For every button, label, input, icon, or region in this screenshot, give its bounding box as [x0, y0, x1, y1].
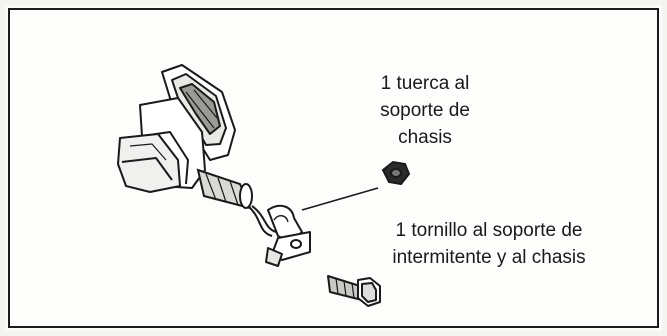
bolt-callout-line-2: intermitente y al chasis [392, 247, 586, 268]
nut-callout-line-3: chasis [398, 127, 452, 148]
nut-callout: 1 tuerca al soporte de chasis [355, 70, 495, 151]
wire-sleeve [196, 168, 277, 237]
bolt-callout: 1 tornillo al soporte de intermitente y … [366, 217, 612, 271]
figure-frame: 1 tuerca al soporte de chasis 1 tornillo… [5, 5, 662, 331]
assembly-diagram [117, 64, 411, 307]
leader-line [301, 187, 379, 211]
nut-callout-line-1: 1 tuerca al [380, 73, 470, 94]
mounting-bracket [265, 204, 311, 267]
turn-signal-housing [117, 64, 236, 193]
bolt [327, 275, 381, 307]
diagram-box: 1 tuerca al soporte de chasis 1 tornillo… [8, 8, 659, 328]
bolt-callout-line-1: 1 tornillo al soporte de [395, 220, 583, 241]
nut [381, 160, 411, 186]
nut-callout-line-2: soporte de [380, 100, 470, 121]
